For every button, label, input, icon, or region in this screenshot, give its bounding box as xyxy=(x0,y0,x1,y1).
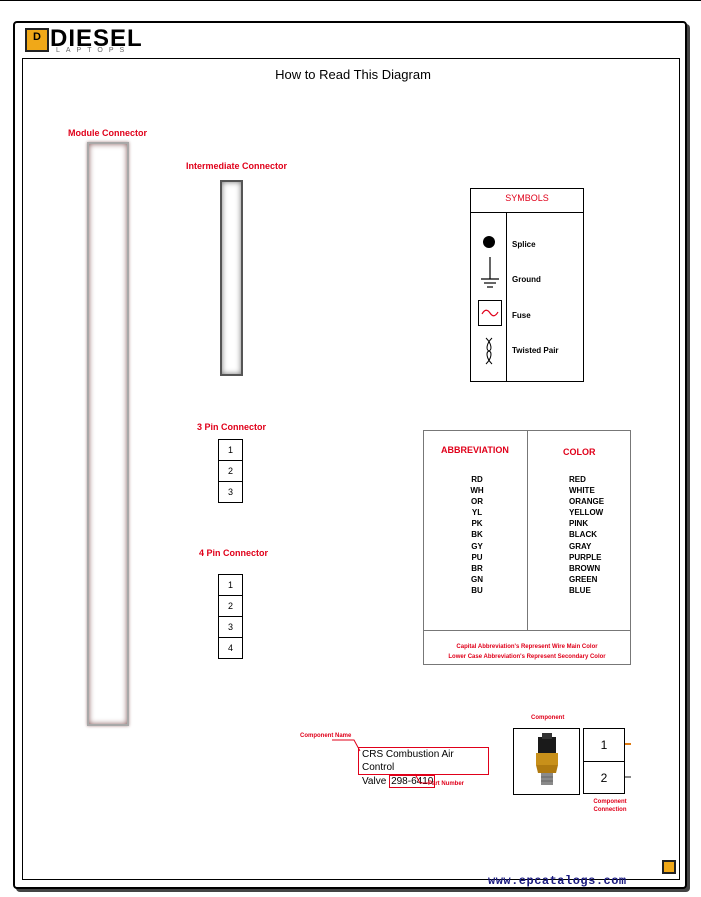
color-column-header: COLOR xyxy=(563,447,596,457)
color-name: BROWN xyxy=(569,563,601,573)
color-name: ORANGE xyxy=(569,497,605,507)
abbreviation-note-main: Capital Abbreviation's Represent Wire Ma… xyxy=(456,644,598,650)
symbol-label-splice: Splice xyxy=(512,240,536,249)
three-pin-connector-label: 3 Pin Connector xyxy=(197,422,267,432)
module-connector-label: Module Connector xyxy=(68,128,147,138)
symbol-label-ground: Ground xyxy=(512,275,541,284)
component-name-block: CRS Combustion Air Control Valve 298-641… xyxy=(358,747,489,788)
four-pin-connector-label: 4 Pin Connector xyxy=(199,548,269,558)
component-image xyxy=(513,728,580,795)
component-pin: 1 xyxy=(584,729,624,762)
pin-cell: 3 xyxy=(218,617,243,638)
pin-cell: 3 xyxy=(218,482,243,503)
symbols-header: SYMBOLS xyxy=(471,189,583,213)
symbols-legend: SYMBOLS Splice Ground Fuse Twisted Pair xyxy=(470,188,584,382)
component-name-line-2: Valve xyxy=(362,776,387,787)
component-pin: 2 xyxy=(600,771,608,785)
abbreviation-note-secondary: Lower Case Abbreviation's Represent Seco… xyxy=(448,654,606,660)
part-number-leader xyxy=(414,773,430,784)
four-pin-connector: 1 2 3 4 xyxy=(218,574,243,659)
fuse-icon xyxy=(478,300,502,326)
abbreviation-code: PU xyxy=(471,552,483,562)
ground-icon xyxy=(481,257,499,288)
component-connector: 1 2 xyxy=(583,728,625,794)
abbreviation-code: GN xyxy=(471,574,483,584)
diagram-frame xyxy=(22,58,680,880)
page-title: How to Read This Diagram xyxy=(275,67,431,82)
color-name: RED xyxy=(569,475,586,484)
brand-subtitle: LAPTOPS xyxy=(56,47,131,54)
component-label: Component xyxy=(531,715,565,721)
module-connector xyxy=(87,142,129,726)
three-pin-connector: 1 2 3 xyxy=(218,439,243,503)
pin-cell: 1 xyxy=(218,439,243,461)
pin-cell: 4 xyxy=(218,638,243,659)
abbreviation-divider xyxy=(527,431,528,630)
pin-cell: 1 xyxy=(218,574,243,596)
color-name: WHITE xyxy=(569,486,595,496)
symbol-label-twisted-pair: Twisted Pair xyxy=(512,346,559,355)
color-name: BLUE xyxy=(569,585,591,595)
color-name: PINK xyxy=(569,519,589,529)
abbreviation-code: YL xyxy=(471,508,483,518)
component-name-label: Component Name xyxy=(300,733,352,739)
watermark: www.epcatalogs.com xyxy=(488,874,627,888)
abbreviation-code: BU xyxy=(471,585,483,595)
brand-logo-small-icon xyxy=(662,860,676,874)
intermediate-connector-label: Intermediate Connector xyxy=(186,161,288,171)
component-connection-label-line-1: Component xyxy=(593,799,627,805)
color-name: GRAY xyxy=(569,541,592,551)
color-name: GREEN xyxy=(569,574,598,584)
abbreviation-code: BK xyxy=(471,530,483,540)
part-number-label: Part Number xyxy=(428,781,465,787)
color-name: YELLOW xyxy=(569,508,604,518)
abbreviation-code: OR xyxy=(471,497,483,507)
pin-stub-1 xyxy=(625,743,631,745)
top-rule xyxy=(0,0,701,1)
color-name: PURPLE xyxy=(569,552,602,562)
component-connection-label-line-2: Connection xyxy=(593,807,627,813)
abbreviation-footer-rule xyxy=(424,630,630,631)
abbreviation-code: RD xyxy=(471,475,483,484)
abbreviation-column-header: ABBREVIATION xyxy=(441,445,509,455)
color-name: BLACK xyxy=(569,530,597,540)
symbols-divider xyxy=(506,212,507,381)
pin-cell: 2 xyxy=(218,461,243,482)
component-name-line-1: CRS Combustion Air Control xyxy=(358,747,489,775)
pin-stub-2 xyxy=(625,776,631,778)
part-number: 298-6410 xyxy=(389,775,436,788)
abbreviation-code: WH xyxy=(470,486,484,496)
abbreviation-code: GY xyxy=(471,541,483,551)
abbreviation-code: PK xyxy=(471,519,483,529)
brand-logo-icon: D xyxy=(25,28,49,52)
component-connection-label: Component Connection xyxy=(592,798,628,814)
pin-cell: 2 xyxy=(218,596,243,617)
twisted-pair-icon xyxy=(485,337,493,365)
splice-icon xyxy=(483,236,495,248)
symbol-label-fuse: Fuse xyxy=(512,311,531,320)
intermediate-connector xyxy=(220,180,243,376)
sensor-icon xyxy=(536,733,558,785)
brand-wordmark: DIESEL xyxy=(50,25,143,52)
abbreviation-code: BR xyxy=(471,563,483,573)
